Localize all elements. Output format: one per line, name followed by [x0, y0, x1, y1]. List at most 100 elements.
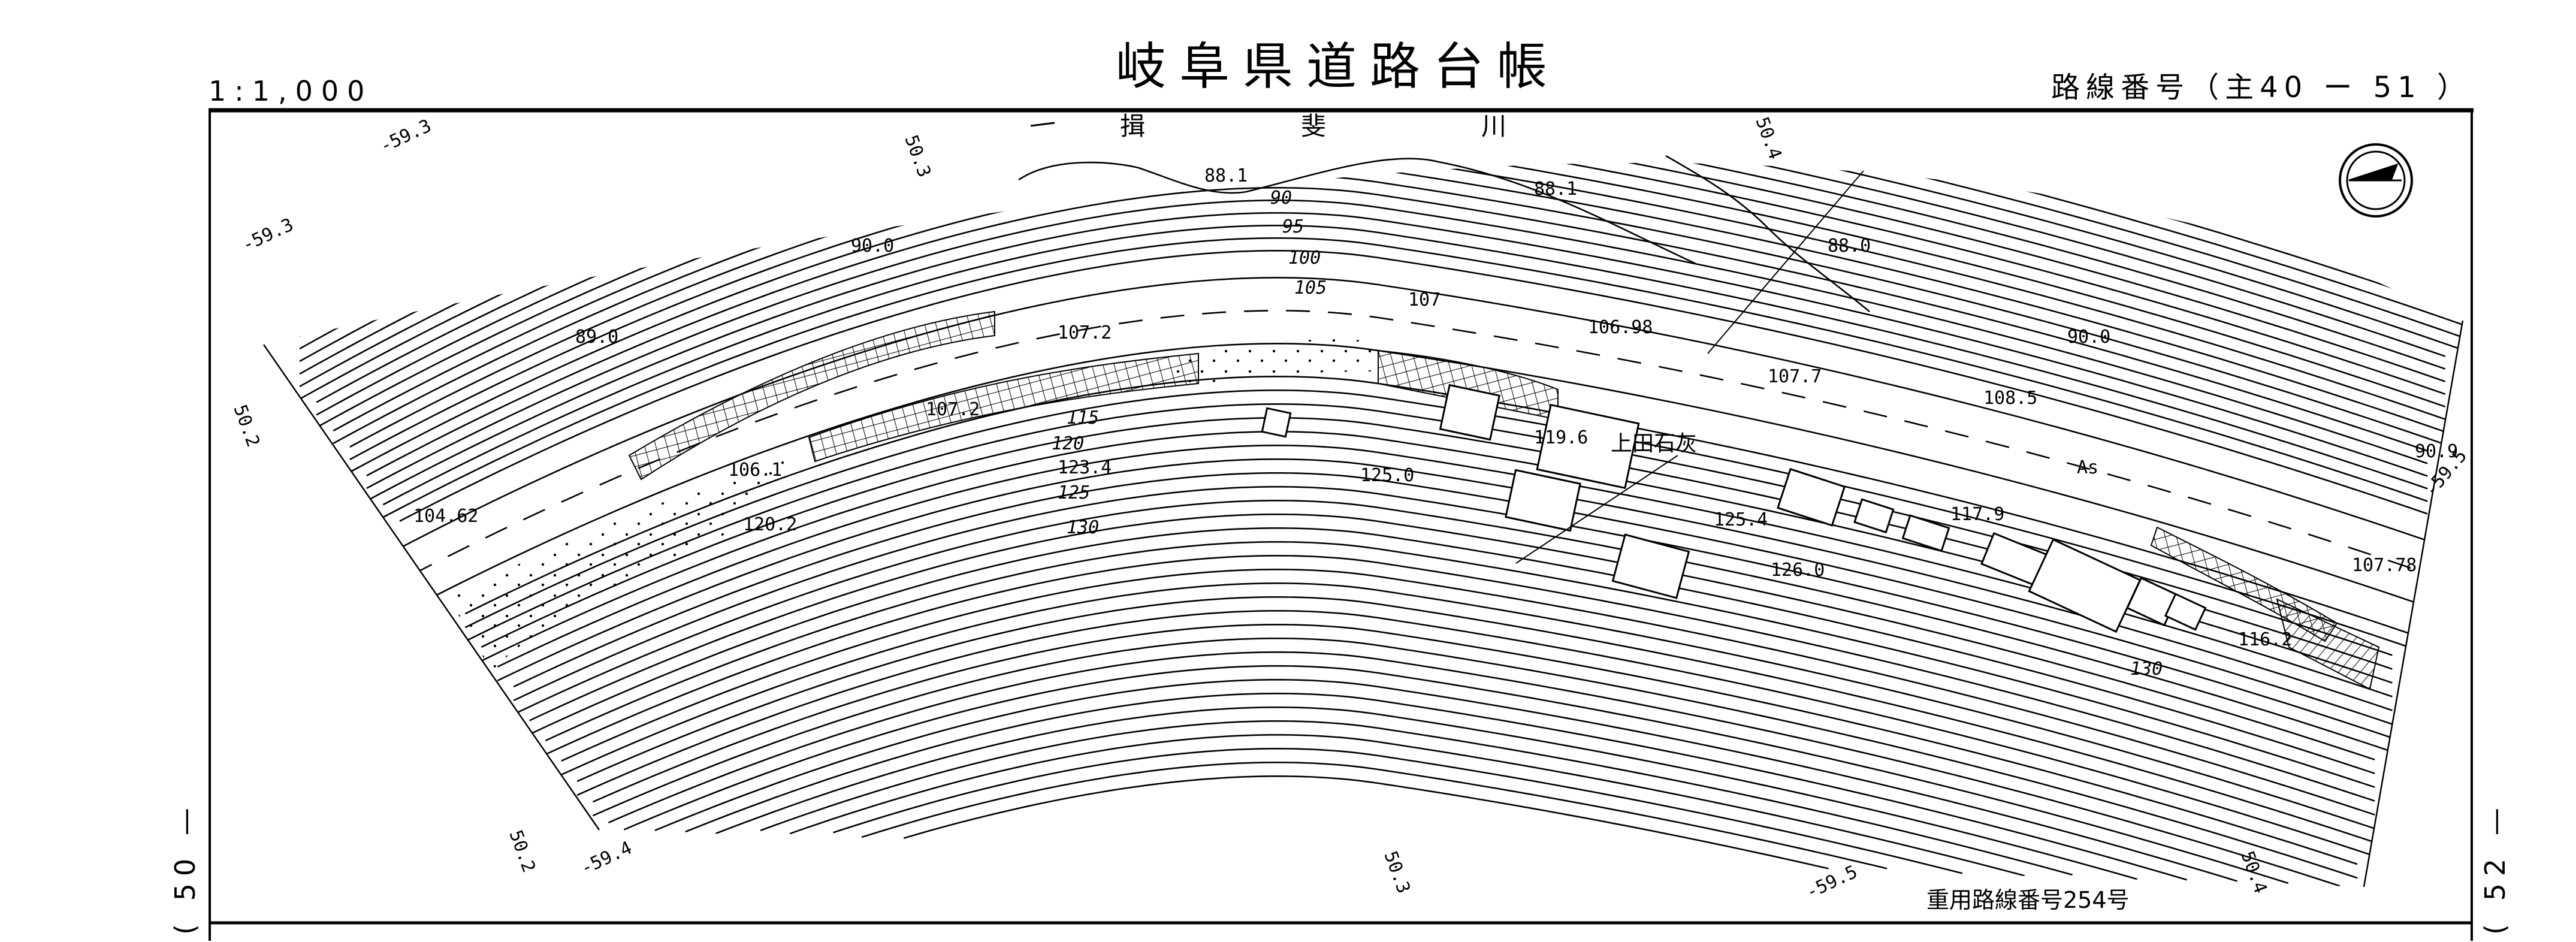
elevation-label: 88.0: [1828, 236, 1871, 256]
contour-line: [513, 472, 2393, 725]
elevation-label: 90: [1270, 188, 1292, 209]
buildings: [1261, 384, 2207, 633]
elevation-label: 119.6: [1534, 427, 1588, 448]
place-name-label: 上田石灰: [1611, 431, 1697, 456]
elevation-label: 106.1: [728, 460, 782, 481]
contour-line: [760, 720, 2073, 876]
contour-line: [349, 174, 2446, 473]
elevation-label: 106.98: [1588, 317, 1653, 338]
grid-label: 50.4: [2236, 849, 2271, 896]
contour-line: [561, 582, 2375, 829]
river-flow-arrow-icon: [1030, 122, 1055, 127]
elevation-label: 95: [1282, 216, 1304, 237]
elevation-label: 125.0: [1360, 465, 1414, 486]
contour-line: [529, 527, 2375, 774]
river-name-char: 斐: [1301, 111, 1326, 141]
contour-line: [715, 707, 2138, 880]
elevation-label: 108.5: [1983, 388, 2037, 409]
river-name-char: 川: [1481, 111, 1506, 141]
contour-line: [833, 748, 1963, 874]
elevation-label: 100: [1288, 247, 1321, 268]
contour-line: [576, 596, 2375, 843]
elevation-label: 116.2: [2238, 629, 2292, 650]
contour-line: [545, 541, 2375, 788]
scale-label: 1:1,000: [209, 75, 373, 107]
elevation-label: 130: [2130, 659, 2163, 680]
contour-line: [608, 651, 2341, 887]
contour-line: [382, 225, 2428, 506]
elevation-label: 126.0: [1771, 560, 1825, 581]
elevation-label: 107.2: [926, 399, 980, 420]
contour-line: [497, 445, 2393, 698]
retaining-wall-lower: [808, 352, 1199, 463]
contour-line: [366, 212, 2428, 502]
elevation-label: 90.0: [851, 236, 894, 256]
contour-line: [529, 514, 2375, 760]
grid-label: 50.3: [1379, 849, 1414, 896]
contour-line: [561, 569, 2375, 816]
elevation-label: 117.9: [1950, 504, 2004, 525]
contour-line: [349, 162, 2446, 460]
building: [2164, 593, 2207, 631]
river-name-char: 揖: [1120, 111, 1145, 141]
contour-line: [592, 638, 2358, 879]
elevation-label: 120.2: [743, 514, 797, 535]
north-arrow-icon: [2339, 143, 2413, 218]
elevation-label: 107.78: [2352, 555, 2417, 576]
contour-line: [623, 665, 2289, 884]
grid-label: -59.3: [239, 214, 297, 256]
contour-line: [789, 734, 2025, 877]
building: [1505, 469, 1581, 532]
adjacent-sheet-left: ( 50 —: [169, 801, 201, 935]
contour-line: [861, 762, 1888, 869]
grid-label: -59.5: [1803, 861, 1861, 903]
page-title: 岐阜県道路台帳: [1116, 37, 1560, 96]
contour-line: [299, 162, 2463, 337]
contour-line: [576, 610, 2375, 857]
elevation-label: 115: [1067, 407, 1099, 428]
elevation-label: 107.2: [1058, 322, 1112, 343]
contour-line: [513, 500, 2393, 753]
elevation-label: 104.62: [413, 506, 478, 527]
embankment-area: [449, 455, 803, 671]
contour-line: [654, 679, 2237, 882]
road: [298, 277, 2463, 690]
contour-line: [464, 390, 2411, 648]
contour-line: [349, 162, 2446, 448]
elevation-label: 90.9: [2415, 441, 2458, 462]
contour-line: [366, 200, 2428, 490]
contour-line: [382, 237, 2428, 518]
grid-label: 50.2: [505, 828, 539, 875]
elevation-label: 107: [1408, 289, 1440, 310]
pavement-label: As: [2077, 457, 2098, 478]
elevation-label: 107.7: [1768, 366, 1822, 387]
contour-line: [333, 162, 2446, 445]
grid-label: 50.4: [1751, 114, 1786, 162]
contour-line: [513, 486, 2393, 739]
elevation-label: 88.1: [1204, 165, 1248, 186]
leader-line: [1515, 455, 1678, 564]
contour-lines: [299, 162, 2463, 887]
elevation-label: 123.4: [1058, 457, 1112, 478]
building: [1901, 514, 1950, 552]
adjacent-sheet-right: ( 52 —: [2479, 801, 2511, 935]
elevation-labels: 88.1 88.1 90 95 100 105 90.0 89.0 88.0 9…: [413, 165, 2458, 680]
elevation-label: 125: [1058, 482, 1090, 503]
building: [1536, 403, 1640, 490]
elevation-label: 125.4: [1714, 509, 1768, 530]
building: [2028, 538, 2142, 633]
elevation-label: 120: [1052, 433, 1084, 454]
elevation-label: 130: [1067, 517, 1099, 538]
sheet-boundary-right: [2363, 320, 2464, 887]
section-line: [1707, 170, 1864, 354]
retaining-wall-right: [2150, 526, 2338, 642]
embankment-area: [1168, 339, 1378, 390]
contour-line: [497, 458, 2393, 711]
contour-line: [299, 162, 2463, 363]
contour-line: [399, 250, 2428, 522]
grid-label: 50.3: [900, 132, 935, 180]
route-number: 路線番号（主40 ー 51 ）: [2051, 71, 2472, 104]
elevation-label: 105: [1294, 277, 1327, 298]
grid-label: 50.2: [229, 402, 264, 450]
